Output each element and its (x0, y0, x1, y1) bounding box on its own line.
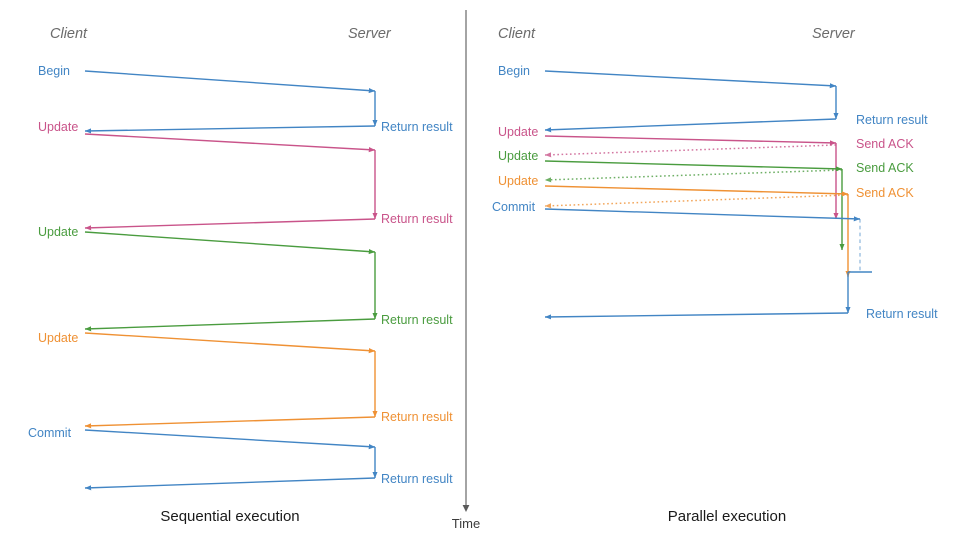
message-arrow (544, 70, 837, 89)
message-arrow (84, 70, 376, 94)
message-arrow (544, 312, 849, 320)
message-label: Update (38, 120, 78, 134)
actor-label-server: Server (812, 26, 856, 42)
message-arrow (84, 125, 376, 134)
message-label: Update (38, 331, 78, 345)
message-label: Update (498, 174, 538, 188)
message-arrow (84, 477, 376, 491)
message-label: Begin (498, 64, 530, 78)
message-arrow (544, 135, 837, 146)
time-axis-arrowhead (462, 505, 470, 512)
message-label: Return result (381, 212, 453, 226)
message-label: Return result (856, 113, 928, 127)
message-arrow (84, 332, 376, 354)
message-arrow (544, 185, 849, 197)
message-label: Update (498, 149, 538, 163)
message-arrow (84, 218, 376, 231)
message-arrow (544, 144, 837, 158)
message-arrow (84, 133, 376, 153)
message-arrow (544, 194, 849, 209)
message-label: Update (498, 125, 538, 139)
message-label: Return result (381, 472, 453, 486)
message-label: Return result (381, 120, 453, 134)
message-arrow (84, 231, 376, 255)
message-label: Commit (28, 426, 72, 440)
panel-caption: Parallel execution (668, 508, 786, 525)
message-label: Send ACK (856, 137, 914, 151)
message-label: Send ACK (856, 186, 914, 200)
message-label: Update (38, 225, 78, 239)
time-axis-layer: Time (452, 10, 480, 531)
time-axis-label: Time (452, 516, 480, 531)
message-arrow (544, 118, 837, 133)
message-arrow (544, 160, 843, 172)
message-arrow (84, 416, 376, 429)
actor-label-server: Server (348, 26, 392, 42)
actor-label-client: Client (50, 26, 88, 42)
message-arrow (84, 429, 376, 450)
message-label: Return result (381, 410, 453, 424)
panel-caption: Sequential execution (160, 508, 299, 525)
message-label: Return result (381, 313, 453, 327)
message-label: Commit (492, 200, 536, 214)
message-label: Return result (866, 307, 938, 321)
message-arrow (84, 318, 376, 332)
message-arrow (544, 208, 861, 222)
message-label: Begin (38, 64, 70, 78)
actor-label-client: Client (498, 26, 536, 42)
message-label: Send ACK (856, 161, 914, 175)
message-arrow (544, 169, 843, 183)
